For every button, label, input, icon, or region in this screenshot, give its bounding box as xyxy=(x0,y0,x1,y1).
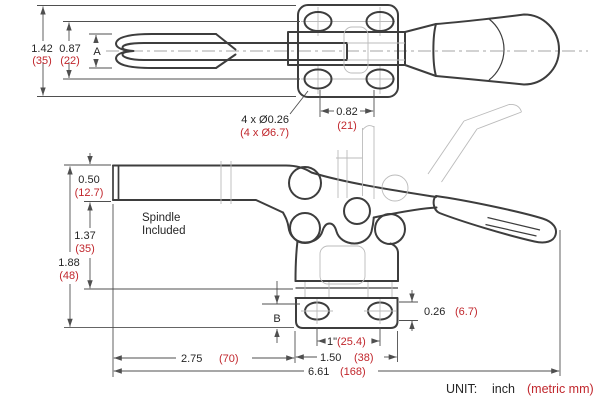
top-view: 1.42 (35) 0.87 (22) A 4 x Ø0.26 (4 x Ø6.… xyxy=(31,4,588,139)
bottom-extension-lines xyxy=(112,204,561,377)
dim-base-plate-width: 1.42 (35) xyxy=(31,5,296,97)
spindle-phantom-lines xyxy=(220,161,232,204)
body-hidden-detail-top xyxy=(343,26,405,74)
unit-note: UNIT: inch (metric mm) xyxy=(446,382,594,396)
spindle-note-line1: Spindle xyxy=(142,212,180,224)
ref-b-label: B xyxy=(273,313,280,325)
dim-hole-rows-inch: 0.87 xyxy=(59,43,80,55)
dim-ref-a: A xyxy=(89,33,112,69)
ref-a-label: A xyxy=(93,46,101,58)
holes-callout-metric: (4 x Ø6.7) xyxy=(240,127,289,139)
u-bar-top-view xyxy=(115,33,348,69)
handle-raised-phantom xyxy=(336,103,522,202)
holes-callout-inch: 4 x Ø0.26 xyxy=(241,114,289,126)
dim-bar-reach-metric: (70) xyxy=(219,353,239,365)
dim-hole-rows-metric: (22) xyxy=(60,55,80,67)
mounting-holes xyxy=(303,11,395,90)
dim-hole-rows-spacing: 0.87 (22) xyxy=(59,21,300,80)
dim-hole-cols-inch: 0.82 xyxy=(336,106,357,118)
dim-bar-to-base-metric: (35) xyxy=(75,243,95,255)
dim-plate-width-inch: 1.42 xyxy=(31,43,52,55)
dim-hole-pitch-metric: (25.4) xyxy=(337,336,366,348)
dim-hole-cols-metric: (21) xyxy=(337,120,357,132)
unit-note-prefix: UNIT: xyxy=(446,382,477,396)
side-view: Spindle Included 0.50 (12.7) 1.37 (35) 1… xyxy=(58,103,561,378)
spindle-note-line2: Included xyxy=(142,225,185,237)
unit-note-metric: (metric mm) xyxy=(527,382,594,396)
clamp-bar-side-view xyxy=(112,164,437,214)
dim-bar-to-base-inch: 1.37 xyxy=(74,230,95,242)
handle-grip-top-view xyxy=(404,13,560,86)
dim-hole-cols-spacing: 0.82 (21) xyxy=(319,90,375,132)
clamp-body-top-view xyxy=(287,31,406,66)
clamp-body-side-view xyxy=(294,240,399,329)
pivot-pin-1 xyxy=(288,166,322,200)
unit-note-inch: inch xyxy=(492,382,515,396)
dim-overall-length-inch: 6.61 xyxy=(308,366,329,378)
dim-bar-height-inch: 0.50 xyxy=(78,174,99,186)
dim-plate-width-metric: (35) xyxy=(32,55,52,67)
dim-base-length-inch: 1.50 xyxy=(320,352,341,364)
dim-overall-length-metric: (168) xyxy=(340,366,366,378)
pivot-pin-2 xyxy=(343,197,371,225)
dim-overall-height-metric: (48) xyxy=(59,270,79,282)
holes-callout: 4 x Ø0.26 (4 x Ø6.7) xyxy=(240,90,309,139)
spindle-note: Spindle Included xyxy=(142,212,185,237)
dim-overall-height-inch: 1.88 xyxy=(58,257,79,269)
dim-hole-pitch: 1" (25.4) xyxy=(317,336,380,348)
dim-ref-b: B xyxy=(262,281,300,343)
pivot-pin-3 xyxy=(289,212,321,244)
mounting-flange xyxy=(294,297,399,329)
dim-overall-height: 1.88 (48) xyxy=(58,166,294,329)
mounting-plate-top-view xyxy=(297,4,399,98)
dim-base-length-metric: (38) xyxy=(354,352,374,364)
dim-overall-length: 6.61 (168) xyxy=(113,366,560,378)
dim-slot-width-inch: 0.26 xyxy=(424,306,445,318)
pivot-pin-4 xyxy=(374,213,406,245)
linkage-side-view xyxy=(282,166,438,245)
dim-bar-height-metric: (12.7) xyxy=(75,187,104,199)
dim-bar-reach: 2.75 (70) xyxy=(113,353,295,365)
dim-slot-width-metric: (6.7) xyxy=(455,306,478,318)
dim-hole-pitch-inch: 1" xyxy=(327,336,337,348)
dim-bar-to-base: 1.37 (35) xyxy=(74,213,293,290)
dim-bar-reach-inch: 2.75 xyxy=(181,353,202,365)
dim-bar-height: 0.50 (12.7) xyxy=(64,153,111,213)
handle-grip-side-view xyxy=(432,195,557,244)
dim-slot-width: 0.26 (6.7) xyxy=(399,290,478,331)
dim-base-length: 1.50 (38) xyxy=(295,352,397,364)
